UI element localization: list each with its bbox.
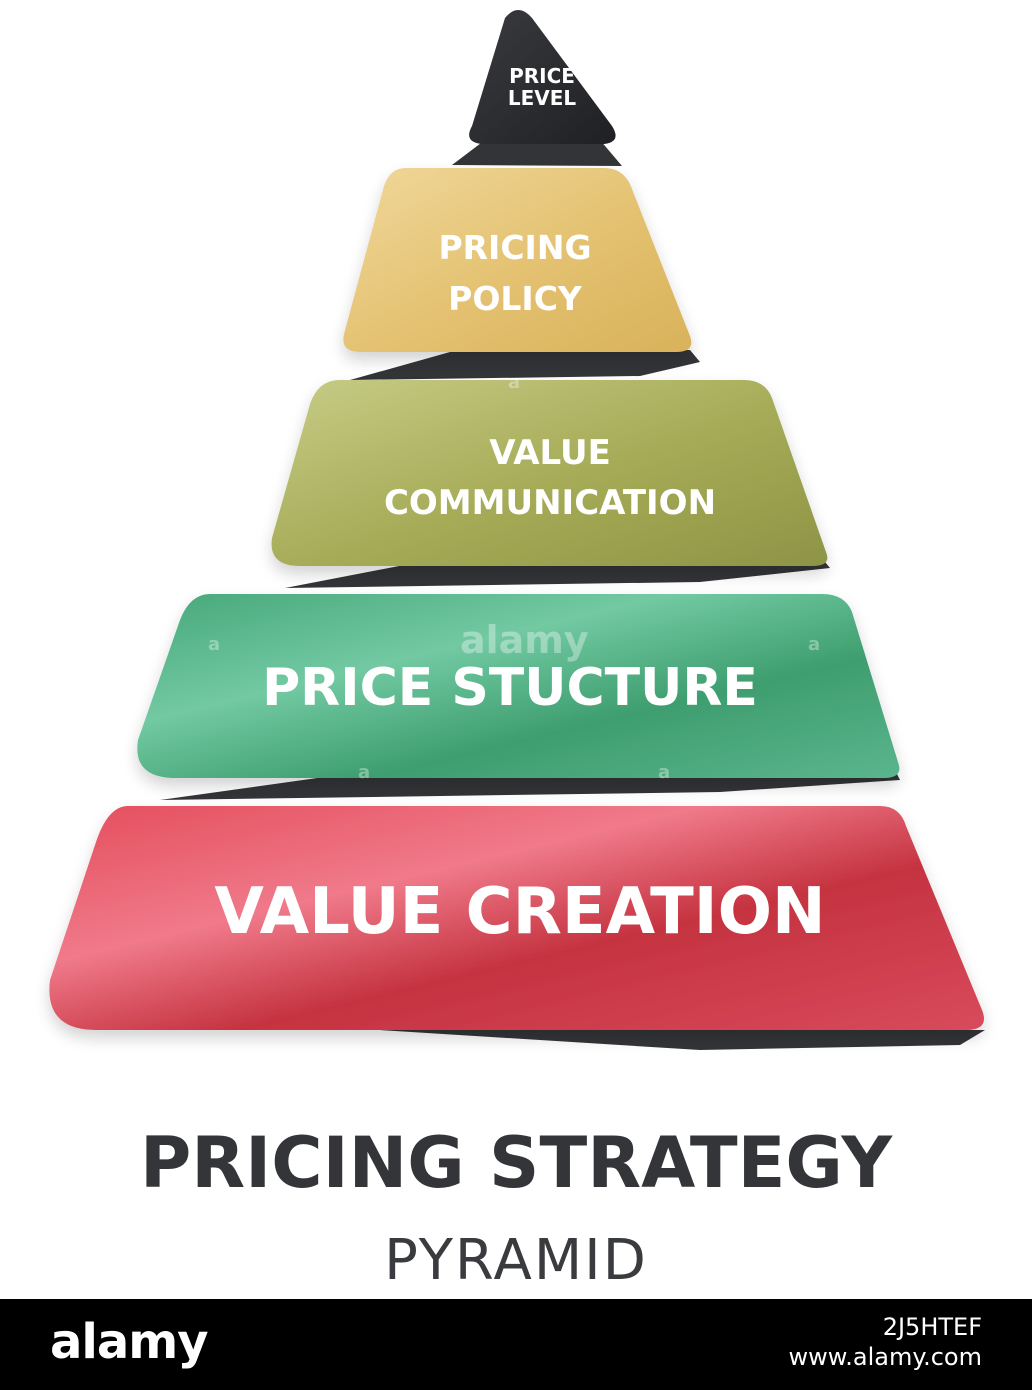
label-value-communication-line-1: VALUE [489, 433, 611, 473]
label-value-communication: VALUE COMMUNICATION [290, 428, 810, 529]
watermark-center: alamy [460, 618, 589, 662]
page-subtitle: PYRAMID [384, 1228, 648, 1293]
label-price-structure-line-1: PRICE STUCTURE [262, 658, 758, 718]
image-id: 2J5HTEF [882, 1313, 982, 1341]
connector-5 [380, 1030, 985, 1050]
tier-price-level [469, 10, 616, 144]
page-title: PRICING STRATEGY [139, 1122, 893, 1204]
tier-price-structure [137, 594, 900, 778]
watermark-dot-2: a [208, 634, 221, 655]
tier-pricing-policy [343, 168, 692, 352]
watermark-dot-3: a [808, 634, 821, 655]
label-pricing-policy: PRICING POLICY [360, 222, 670, 324]
site-url: www.alamy.com [788, 1343, 982, 1371]
watermark-dot-4: a [358, 762, 371, 783]
label-value-creation: VALUE CREATION [90, 875, 950, 949]
label-pricing-policy-line-1: PRICING [438, 228, 592, 267]
tier-value-creation [49, 806, 984, 1030]
label-price-level-line-1: PRICE [509, 64, 575, 88]
watermark-dot-1: a [508, 372, 521, 393]
image-info: 2J5HTEF www.alamy.com [789, 1312, 982, 1372]
connector-1 [452, 140, 622, 166]
tier-value-communication [271, 380, 828, 566]
connector-2 [350, 350, 700, 380]
footer-bar [0, 1299, 1032, 1390]
label-value-creation-line-1: VALUE CREATION [214, 875, 826, 949]
brand-logo: alamy [50, 1314, 209, 1370]
label-pricing-policy-line-2: POLICY [448, 279, 582, 319]
label-price-structure: PRICE STUCTURE [160, 660, 860, 716]
watermark-dot-5: a [658, 762, 671, 783]
label-value-communication-line-2: COMMUNICATION [383, 483, 717, 524]
label-price-level: PRICE LEVEL [467, 64, 617, 110]
label-price-level-line-2: LEVEL [507, 85, 577, 110]
